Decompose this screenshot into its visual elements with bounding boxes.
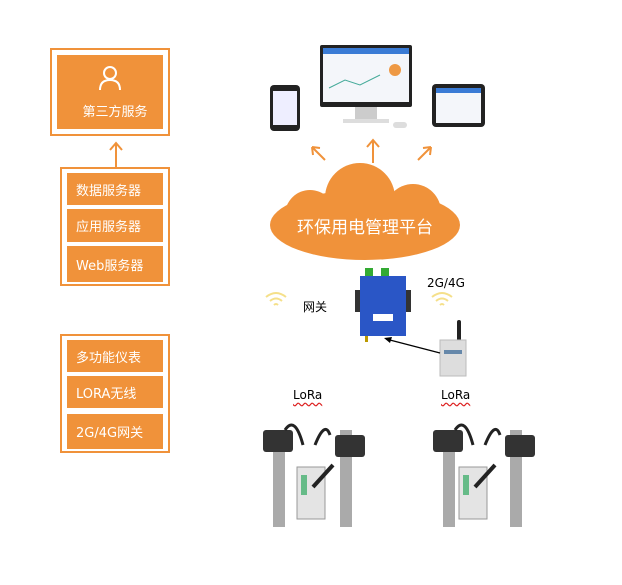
web-server: Web服务器 (67, 246, 163, 282)
wifi-icon (431, 292, 453, 306)
server-group: 数据服务器 应用服务器 Web服务器 (60, 167, 170, 286)
lora-label: LoRa (293, 388, 323, 402)
application-server: 应用服务器 (67, 209, 163, 242)
multifunction-meter: 多功能仪表 (67, 340, 163, 372)
client-devices (270, 45, 485, 131)
monitor-icon (320, 45, 412, 128)
phone-icon (270, 85, 300, 131)
data-server: 数据服务器 (67, 173, 163, 205)
meter-assembly-icon (263, 423, 365, 527)
wifi-icon (265, 292, 287, 306)
third-party-service-label: 第三方服务 (82, 104, 148, 120)
lora-label: LoRa (441, 388, 471, 402)
lora-wireless: LORA无线 (67, 376, 163, 408)
user-icon (99, 65, 121, 90)
gateway-2g4g: 2G/4G网关 (67, 414, 163, 449)
third-party-service-cell: 第三方服务 (57, 55, 163, 129)
device-group: 多功能仪表 LORA无线 2G/4G网关 (60, 334, 170, 453)
arrow-up-icon (109, 141, 123, 167)
gateway-label: 网关 (303, 300, 328, 314)
platform-label: 环保用电管理平台 (297, 218, 433, 238)
cloud-platform-icon (270, 163, 460, 260)
arrow-left-icon (384, 337, 441, 354)
tablet-icon (432, 84, 485, 127)
meter-assembly-icon (433, 423, 535, 527)
third-party-service-box: 第三方服务 (50, 48, 170, 136)
lora-module-icon (439, 320, 467, 377)
upload-arrows (311, 138, 432, 163)
gateway-device-icon (355, 268, 411, 342)
network-label: 2G/4G (427, 276, 465, 290)
